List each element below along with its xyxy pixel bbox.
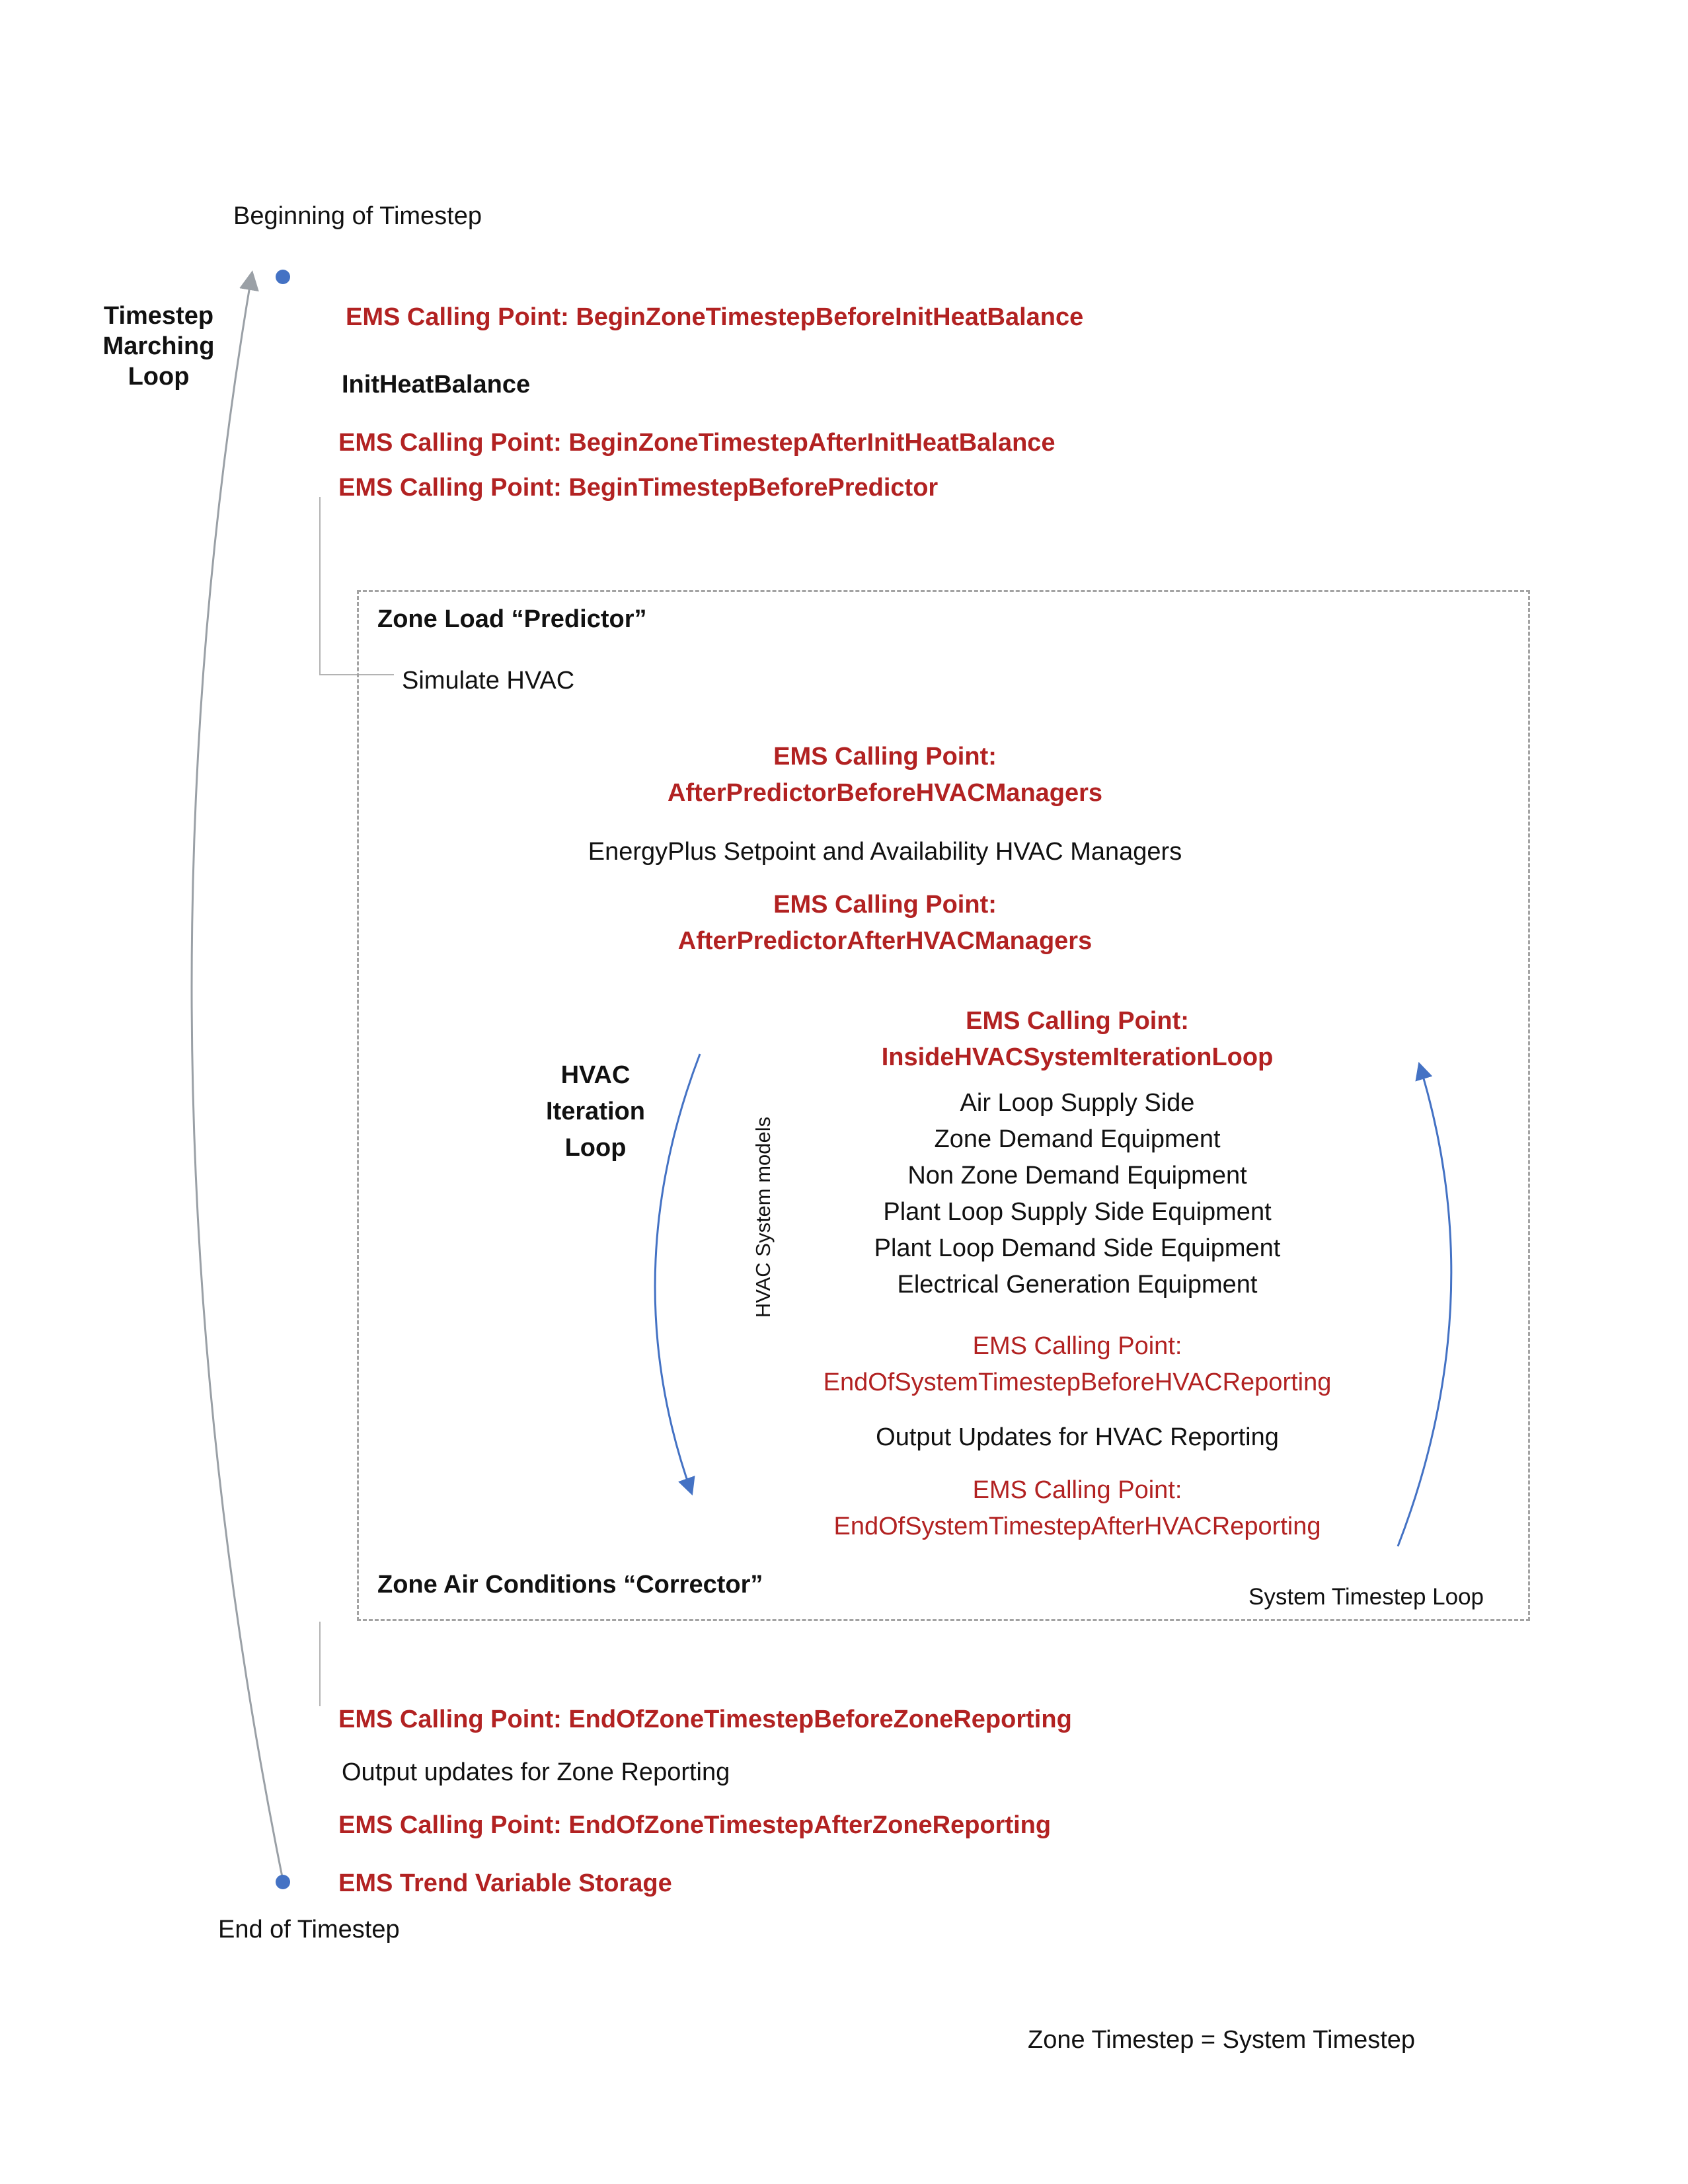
timestep-start-dot: [276, 270, 290, 284]
ems-end-zone-after-reporting-label: EMS Calling Point: EndOfZoneTimestepAfte…: [338, 1811, 1052, 1839]
hvac-iteration-loop-line3: Loop: [564, 1134, 627, 1162]
timestep-marching-loop-line2: Marching: [102, 332, 215, 360]
ems-begin-zone-before-init-label: EMS Calling Point: BeginZoneTimestepBefo…: [346, 303, 1084, 331]
system-timestep-loop-label: System Timestep Loop: [1248, 1584, 1484, 1610]
ems-after-predictor-after-managers-label: EMS Calling Point: AfterPredictorAfterHV…: [455, 887, 1315, 960]
init-heat-balance-label: InitHeatBalance: [342, 371, 531, 398]
output-updates-zone-label: Output updates for Zone Reporting: [342, 1758, 730, 1786]
ems-end-before-hvac-line1: EMS Calling Point:: [972, 1332, 1182, 1360]
ems-end-after-hvac-reporting-label: EMS Calling Point: EndOfSystemTimestepAf…: [582, 1472, 1573, 1545]
hvac-iteration-down-arrow: [654, 1053, 701, 1496]
zone-air-corrector-label: Zone Air Conditions “Corrector”: [377, 1571, 763, 1599]
ems-end-after-hvac-line1: EMS Calling Point:: [972, 1476, 1182, 1504]
timestep-marching-loop-line1: Timestep: [103, 302, 214, 330]
ems-after-predictor-before-line2: AfterPredictorBeforeHVACManagers: [667, 779, 1103, 807]
zone-equals-system-timestep-label: Zone Timestep = System Timestep: [1028, 2026, 1416, 2054]
equipment-plant-loop-supply: Plant Loop Supply Side Equipment: [883, 1198, 1272, 1226]
predictor-connector-line: [319, 497, 394, 675]
ems-inside-hvac-iteration-label: EMS Calling Point: InsideHVACSystemItera…: [648, 1003, 1507, 1076]
hvac-iteration-loop-label: HVAC Iteration Loop: [509, 1057, 682, 1166]
zone-load-predictor-label: Zone Load “Predictor”: [377, 605, 647, 633]
equipment-plant-loop-demand: Plant Loop Demand Side Equipment: [874, 1234, 1281, 1262]
setpoint-availability-managers-label: EnergyPlus Setpoint and Availability HVA…: [588, 838, 1182, 866]
hvac-equipment-list: Air Loop Supply Side Zone Demand Equipme…: [582, 1085, 1573, 1303]
system-timestep-loop-box: [357, 590, 1530, 1621]
ems-begin-zone-after-init-label: EMS Calling Point: BeginZoneTimestepAfte…: [338, 429, 1055, 457]
timestep-end-dot: [276, 1875, 290, 1889]
equipment-non-zone-demand: Non Zone Demand Equipment: [907, 1162, 1247, 1189]
equipment-zone-demand: Zone Demand Equipment: [934, 1125, 1221, 1153]
timestep-marching-loop-label: Timestep Marching Loop: [66, 301, 251, 392]
ems-begin-timestep-before-predictor-label: EMS Calling Point: BeginTimestepBeforePr…: [338, 474, 939, 502]
hvac-iteration-loop-line1: HVAC: [560, 1061, 631, 1089]
end-of-timestep-label: End of Timestep: [218, 1916, 400, 1943]
equipment-air-loop-supply: Air Loop Supply Side: [960, 1089, 1195, 1117]
ems-after-predictor-after-line1: EMS Calling Point:: [773, 891, 997, 919]
ems-inside-iteration-line1: EMS Calling Point:: [966, 1007, 1189, 1035]
hvac-iteration-loop-line2: Iteration: [546, 1098, 645, 1125]
ems-after-predictor-before-line1: EMS Calling Point:: [773, 743, 997, 771]
timestep-marching-loop-arrow: [190, 270, 284, 1881]
beginning-of-timestep-label: Beginning of Timestep: [233, 202, 482, 230]
ems-end-zone-before-reporting-label: EMS Calling Point: EndOfZoneTimestepBefo…: [338, 1706, 1072, 1733]
ems-inside-iteration-line2: InsideHVACSystemIterationLoop: [881, 1043, 1274, 1071]
ems-trend-variable-storage-label: EMS Trend Variable Storage: [338, 1869, 672, 1897]
timestep-marching-loop-line3: Loop: [128, 363, 190, 391]
equipment-electrical-generation: Electrical Generation Equipment: [897, 1271, 1258, 1299]
ems-end-before-hvac-line2: EndOfSystemTimestepBeforeHVACReporting: [823, 1369, 1332, 1396]
ems-after-predictor-before-managers-label: EMS Calling Point: AfterPredictorBeforeH…: [455, 739, 1315, 811]
ems-after-predictor-after-line2: AfterPredictorAfterHVACManagers: [677, 927, 1093, 955]
hvac-iteration-up-arrow: [1397, 1061, 1453, 1547]
simulate-hvac-label: Simulate HVAC: [402, 667, 575, 695]
output-updates-hvac-label: Output Updates for HVAC Reporting: [876, 1423, 1279, 1451]
ems-end-after-hvac-line2: EndOfSystemTimestepAfterHVACReporting: [833, 1513, 1321, 1540]
ems-end-before-hvac-reporting-label: EMS Calling Point: EndOfSystemTimestepBe…: [582, 1328, 1573, 1401]
